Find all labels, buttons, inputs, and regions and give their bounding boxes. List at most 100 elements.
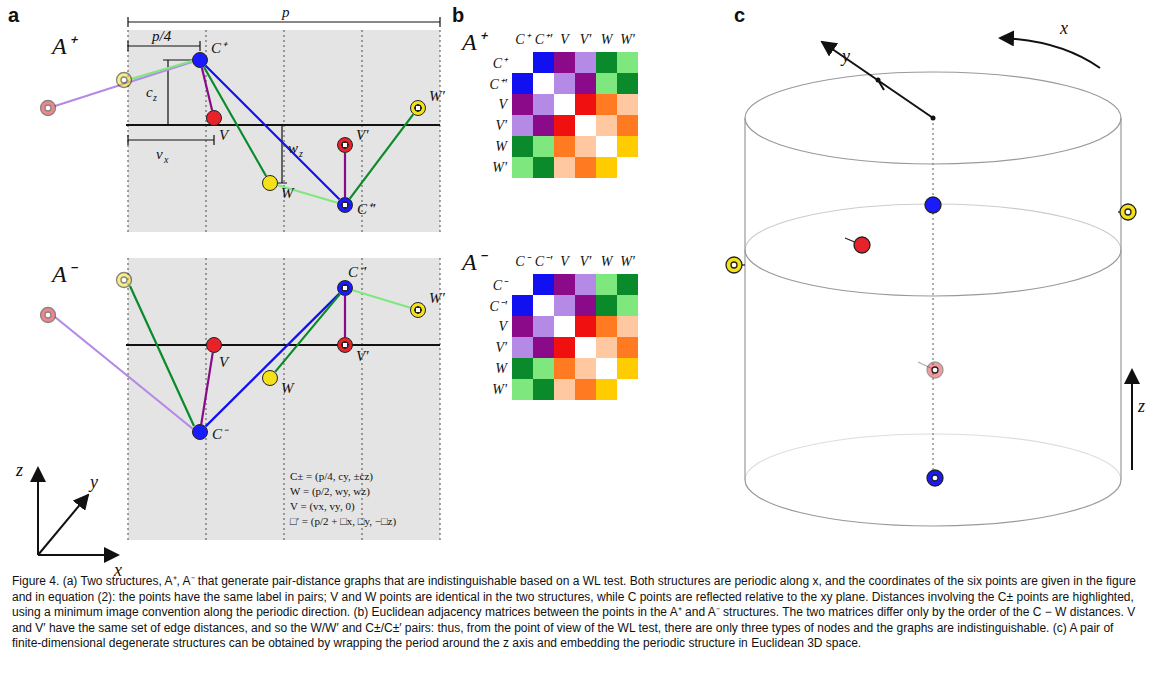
matrix-header: W [601,254,613,270]
period-cell [128,258,440,540]
matrix-cell [596,52,617,73]
matrix-cell [512,274,533,295]
matrix-cell [554,115,575,136]
point-marker: C⁺′ [337,197,353,213]
matrix-cell [533,358,554,379]
matrix-cell [554,379,575,400]
matrix-cell [512,295,533,316]
figure-label: z [153,92,157,103]
figure-label: C± = (p/4, cy, ±cz) [290,470,373,482]
matrix-cell [575,73,596,94]
distance-edge [353,290,411,307]
figure-caption: Figure 4. (a) Two structures, A⁺, A⁻ tha… [12,574,1142,652]
matrix-cell [617,295,638,316]
matrix-header: V [560,32,569,48]
matrix-cell [512,115,533,136]
figure-label: A⁺ [52,28,75,61]
matrix-cell [533,295,554,316]
figure-label: z [16,460,23,481]
matrix-cell [596,274,617,295]
point-marker: W [262,370,278,386]
matrix-cell [596,316,617,337]
matrix-cell [575,136,596,157]
matrix-cell [533,316,554,337]
matrix-cell [554,94,575,115]
matrix-header: C⁺′ [535,29,552,48]
matrix-cell [512,52,533,73]
matrix-header: C⁻ [515,251,529,270]
matrix-cell [575,316,596,337]
matrix-cell [617,52,638,73]
matrix-cell [554,337,575,358]
point-marker: V′ [337,337,353,353]
figure-label: □′ = (p/2 + □x, □y, −□z) [290,515,396,527]
matrix-cell [554,136,575,157]
point-label: C⁺ [211,41,226,56]
matrix-cell [512,136,533,157]
matrix-header: V [498,319,507,335]
figure-label: c [734,4,745,27]
matrix-cell [512,337,533,358]
matrix-header: W [495,139,507,155]
figure-label: c [146,84,153,101]
point-marker: W′ [410,100,426,116]
distance-edge [344,153,346,197]
matrix-cell [596,337,617,358]
matrix-cell [596,295,617,316]
distance-edge [344,296,346,337]
figure-label: x [164,154,168,165]
matrix-cell [512,379,533,400]
matrix-cell [596,73,617,94]
distance-edge [206,294,340,427]
point-label: W [281,186,294,201]
matrix-cell [575,94,596,115]
matrix-header: W′ [620,32,635,48]
matrix-cell [617,115,638,136]
matrix-cell [617,358,638,379]
matrix-cell [596,358,617,379]
matrix-header: V′ [580,32,592,48]
figure-label: V = (vx, vy, 0) [290,500,355,512]
matrix-cell [554,157,575,178]
matrix-cell [617,157,638,178]
matrix-cell [575,115,596,136]
matrix-header: C⁻ [493,275,507,294]
figure-label: p/4 [152,28,171,45]
figure-label: A⁻ [462,244,485,277]
matrix-header: W′ [492,382,507,398]
matrix-header: W′ [620,254,635,270]
matrix-cell [617,337,638,358]
figure-label: y [842,46,850,67]
matrix-cell [575,379,596,400]
matrix-header: V′ [495,118,507,134]
matrix-cell [533,136,554,157]
matrix-cell [554,358,575,379]
matrix-header: W [601,32,613,48]
figure-label: b [452,4,464,27]
matrix-cell [617,94,638,115]
matrix-cell [575,295,596,316]
figure-label: A⁺ [462,24,485,57]
matrix-cell [554,316,575,337]
distance-edge [206,66,340,200]
matrix-cell [533,157,554,178]
point-marker: C⁻′ [337,280,353,296]
panel-c [726,38,1136,526]
matrix-cell [512,94,533,115]
matrix-cell [596,136,617,157]
matrix-cell [554,52,575,73]
matrix-cell [512,316,533,337]
matrix-cell [554,73,575,94]
matrix-cell [596,94,617,115]
figure-label: v [156,146,163,163]
point-marker: C⁺ [192,52,208,68]
figure-label: a [8,4,19,27]
point-marker: V [206,337,222,353]
matrix-header: V [498,97,507,113]
point-label: W′ [429,291,445,306]
matrix-header: C⁺′ [490,74,507,93]
matrix-header: V′ [580,254,592,270]
point-label: V [219,355,228,370]
point-marker: W [262,175,278,191]
point-label: C⁻ [212,427,227,442]
